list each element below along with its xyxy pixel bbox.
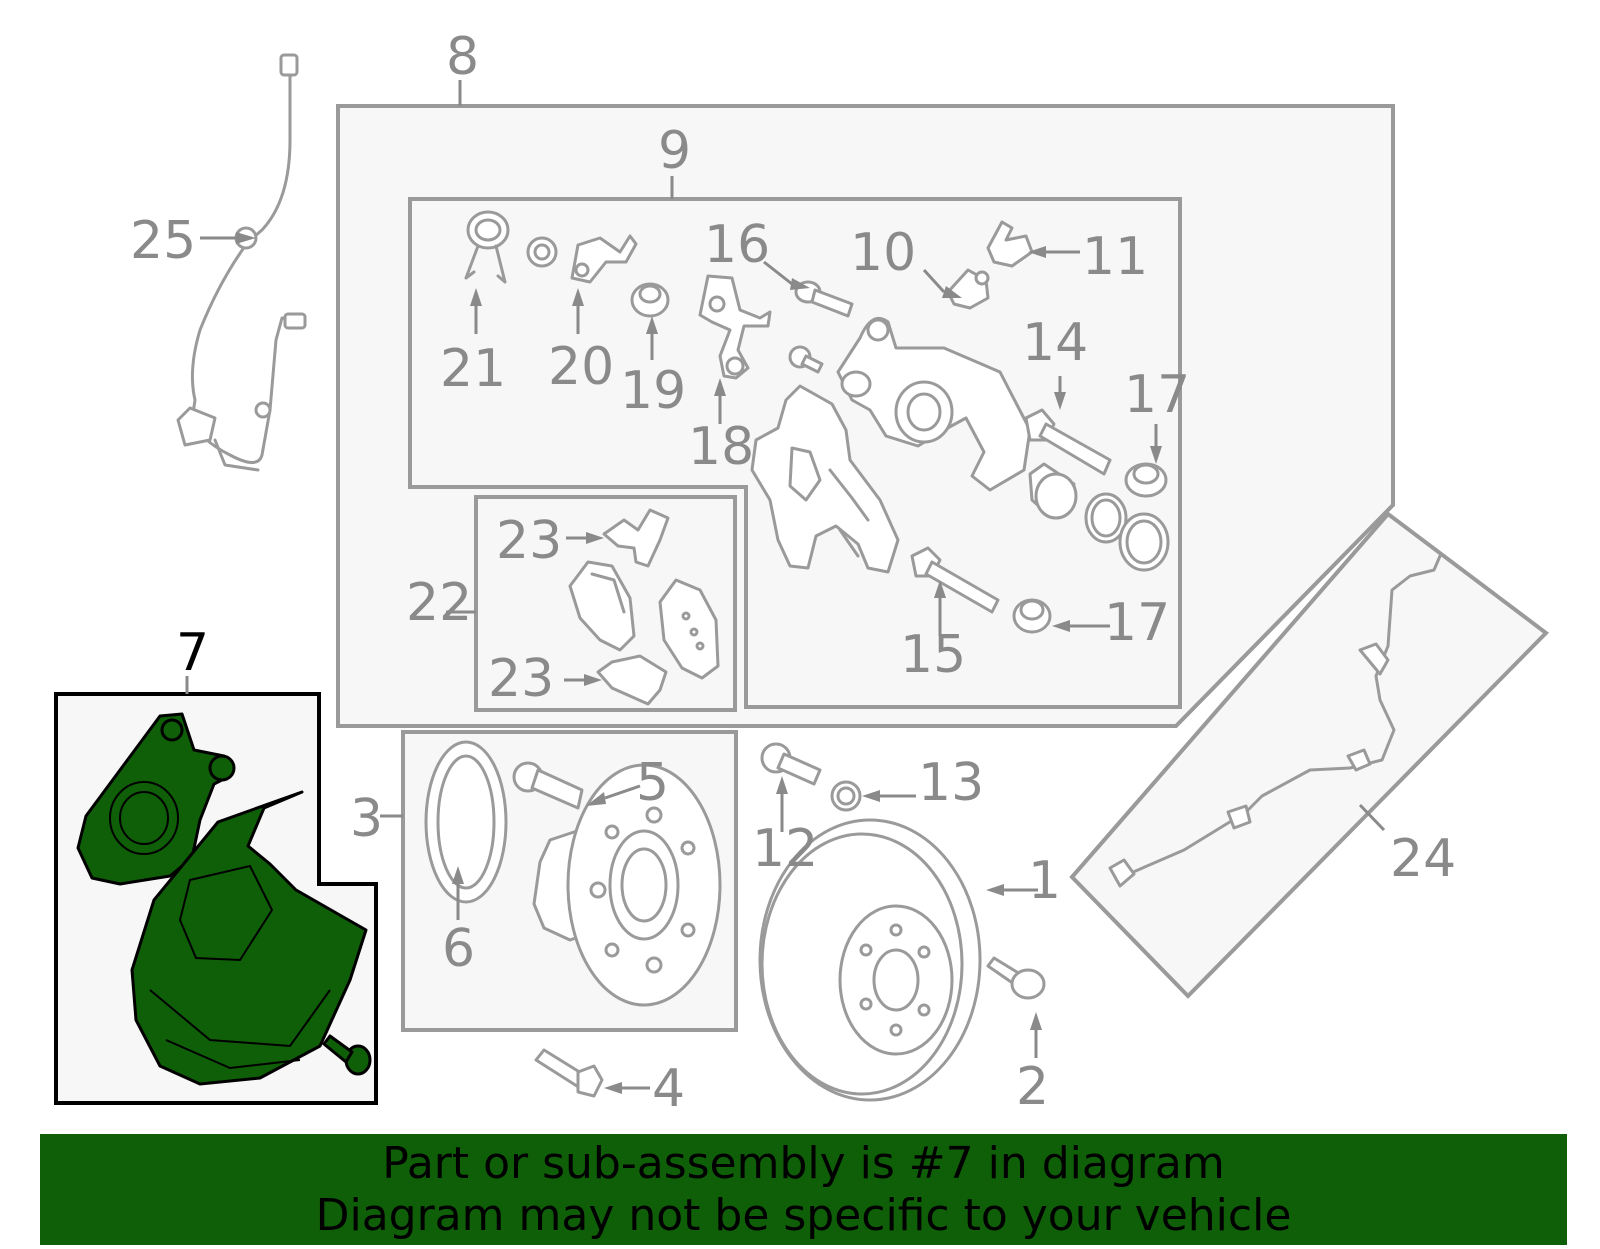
banner-line-1: Part or sub-assembly is #7 in diagram [382,1137,1225,1189]
part-19-boot [630,282,670,318]
callout-13: 13 [918,753,984,813]
callout-1: 1 [1028,851,1061,911]
callout-14: 14 [1022,313,1088,373]
callout-8: 8 [446,27,479,87]
callout-19: 19 [620,361,686,421]
callout-3: 3 [350,789,383,849]
callout-20: 20 [548,337,614,397]
callout-23-upper: 23 [496,511,562,571]
callout-22: 22 [406,573,472,633]
abs-sensor-wire [176,53,307,472]
callout-2: 2 [1016,1057,1049,1117]
part-23-clip-upper [602,508,670,568]
callout-11: 11 [1082,227,1148,287]
caliper-bracket [750,384,900,574]
callout-23-lower: 23 [488,649,554,709]
callout-21: 21 [440,339,506,399]
part-5-bolt [512,761,584,810]
caliper-body [836,317,1032,492]
callout-9: 9 [658,121,691,181]
callout-16: 16 [704,215,770,275]
wheel-hub [532,763,722,1007]
part-nut [526,236,558,268]
callout-7[interactable]: 7 [176,623,209,683]
leader-lines [200,236,1158,1090]
callout-6: 6 [442,919,475,979]
piston-and-seals [1028,462,1170,572]
callout-5: 5 [636,753,669,813]
part-24-brake-hose [1108,554,1442,888]
part-6-tone-ring [424,740,508,904]
part-small-bolt [788,345,824,374]
callout-18: 18 [688,417,754,477]
callout-17-upper: 17 [1124,365,1190,425]
part-17-boot-lower [1012,598,1052,634]
group-box-24 [1069,511,1550,999]
brake-pads [568,560,720,680]
part-18-bracket [698,274,772,380]
banner-line-2: Diagram may not be specific to your vehi… [315,1189,1292,1241]
callout-10: 10 [850,223,916,283]
part-12-bolt [760,742,822,786]
part-10-bleeder [946,268,990,310]
callout-24: 24 [1390,829,1456,889]
part-11-cap [986,220,1034,268]
callout-15: 15 [900,625,966,685]
part-17-boot-upper [1124,462,1168,498]
callout-12: 12 [752,819,818,879]
info-banner: Part or sub-assembly is #7 in diagram Di… [40,1134,1567,1245]
part-20-bracket [570,234,638,284]
part-13-washer [830,780,862,812]
part-21-spring-clip [464,210,510,284]
part-1-brake-rotor [758,818,982,1102]
part-7-dust-shield[interactable] [76,712,372,1086]
part-23-clip-lower [596,654,668,706]
part-15-guide-pin [910,546,1000,614]
callout-17-lower: 17 [1104,593,1170,653]
part-2-screw [986,956,1046,1000]
part-4-bolt [534,1048,604,1098]
part-14-guide-pin [1024,408,1112,476]
callout-25: 25 [130,211,196,271]
callout-4: 4 [652,1059,685,1119]
